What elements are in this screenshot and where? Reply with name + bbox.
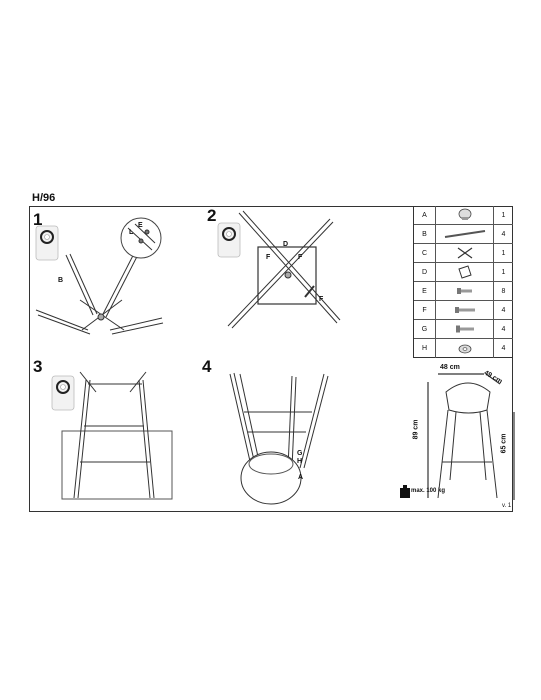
- parts-row: G 4: [414, 320, 513, 339]
- long-bolt-icon: [436, 301, 494, 319]
- part-letter: C: [414, 244, 436, 262]
- parts-table: A 1 B 4 C 1 D 1 E 8 F 4: [413, 206, 513, 358]
- part-qty: 1: [501, 268, 506, 276]
- parts-row: F 4: [414, 301, 513, 320]
- step-number-4: 4: [202, 357, 212, 376]
- timer-icon: [217, 222, 241, 258]
- step2-drawing: [227, 210, 341, 329]
- step-number-3: 3: [33, 357, 43, 376]
- square-frame-icon: [436, 263, 494, 281]
- callout-f: F: [266, 254, 271, 261]
- parts-row: B 4: [414, 225, 513, 244]
- seat-clip-icon: [436, 206, 494, 224]
- step1-drawing: [35, 217, 164, 335]
- step-number-1: 1: [33, 210, 43, 229]
- leg-icon: [436, 225, 494, 243]
- callout-f: F: [298, 254, 303, 261]
- part-qty: 1: [501, 211, 506, 219]
- callout-l: L: [129, 229, 134, 236]
- parts-row: E 8: [414, 282, 513, 301]
- part-letter: H: [414, 339, 436, 358]
- part-letter: E: [414, 282, 436, 300]
- parts-row: H 4: [414, 339, 513, 358]
- part-qty: 4: [501, 345, 506, 352]
- short-bolt-icon: [436, 282, 494, 300]
- max-load-label: max. 100 kg: [411, 488, 446, 494]
- dimension-seat-height: 65 cm: [500, 433, 508, 454]
- instruction-frame: [29, 206, 513, 512]
- bolt-icon: [436, 320, 494, 338]
- part-qty: 8: [501, 287, 506, 295]
- callout-f: F: [319, 296, 324, 303]
- part-letter: D: [414, 263, 436, 281]
- weight-icon: [400, 485, 410, 498]
- callout-a: A: [298, 474, 304, 481]
- part-letter: F: [414, 301, 436, 319]
- callout-h: H: [297, 458, 303, 465]
- stool-dimension-drawing: [427, 373, 515, 500]
- part-qty: 4: [501, 230, 506, 238]
- step4-drawing: [229, 372, 329, 505]
- callout-b: B: [58, 277, 64, 284]
- timer-icon: [51, 375, 75, 411]
- dimension-width: 48 cm: [440, 364, 460, 371]
- part-qty: 4: [501, 306, 506, 314]
- parts-row: C 1: [414, 244, 513, 263]
- part-letter: G: [414, 320, 436, 338]
- callout-e: E: [138, 222, 143, 229]
- part-letter: A: [414, 206, 436, 224]
- parts-row: D 1: [414, 263, 513, 282]
- dimension-height: 89 cm: [412, 419, 420, 440]
- callout-d: D: [283, 241, 289, 248]
- cross-frame-icon: [436, 244, 494, 262]
- part-qty: 1: [501, 249, 506, 257]
- version-label: v. 1: [502, 503, 512, 509]
- timer-icon: [35, 225, 59, 261]
- callout-g: G: [297, 450, 303, 457]
- parts-row: A 1: [414, 206, 513, 225]
- step-number-2: 2: [207, 206, 217, 225]
- part-qty: 4: [501, 325, 506, 333]
- part-letter: B: [414, 225, 436, 243]
- step3-drawing: [61, 371, 173, 500]
- document-title: H/96: [32, 192, 56, 204]
- washer-icon: [436, 339, 494, 358]
